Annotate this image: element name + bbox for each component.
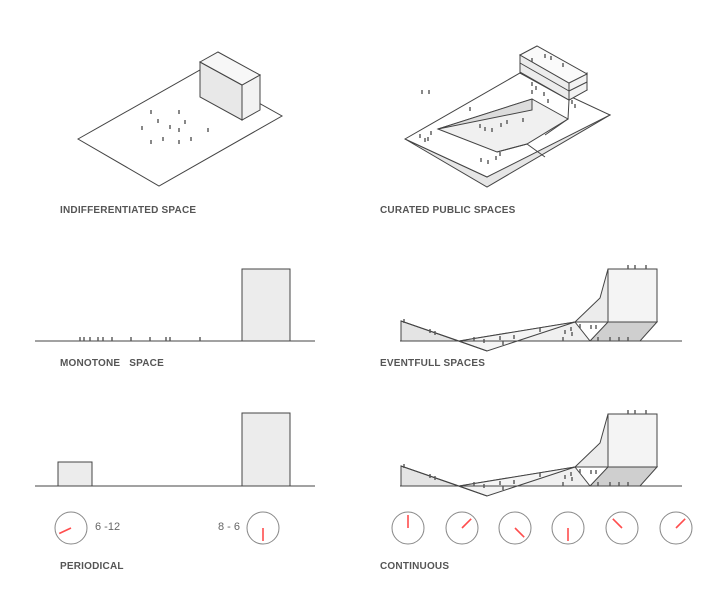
- clock-hand: [514, 527, 525, 538]
- label-monotone-space: MONOTONE SPACE: [60, 358, 164, 369]
- clock-icon-continuous: [445, 511, 479, 545]
- indifferentiated-space-drawing: [76, 51, 284, 187]
- clock-icon-evening: [246, 511, 280, 545]
- clock-icon-continuous: [551, 511, 585, 545]
- clock-hand: [612, 518, 623, 529]
- section-surface: [573, 268, 609, 323]
- section-surface: [607, 268, 658, 323]
- clock-icon-morning: [54, 511, 88, 545]
- clock-icon-continuous: [498, 511, 532, 545]
- section-surface: [588, 466, 659, 487]
- clock-hand: [461, 518, 472, 529]
- clock-icon-continuous: [605, 511, 639, 545]
- eventfull-spaces-drawing: [400, 265, 682, 352]
- clock-label-evening: 8 - 6: [218, 521, 241, 533]
- ramp-line: [400, 320, 488, 352]
- label-curated-public-spaces: CURATED PUBLIC SPACES: [380, 205, 516, 216]
- label-indifferentiated-space: INDIFFERENTIATED SPACE: [60, 205, 197, 216]
- label-periodical: PERIODICAL: [60, 561, 124, 572]
- clock-icon-continuous: [659, 511, 693, 545]
- clock-icon-continuous: [391, 511, 425, 545]
- periodical-space-drawing: [35, 412, 315, 487]
- label-continuous: CONTINUOUS: [380, 561, 450, 572]
- ramp-line: [400, 465, 488, 497]
- clock-hand: [58, 527, 72, 535]
- section-surface: [607, 413, 658, 468]
- section-surface: [588, 321, 659, 342]
- curated-public-spaces-drawing: [403, 45, 612, 188]
- continuous-spaces-drawing: [400, 410, 682, 497]
- monotone-space-drawing: [35, 268, 315, 342]
- clock-hand: [675, 518, 686, 529]
- clock-label-morning: 6 -12: [95, 521, 121, 533]
- section-surface: [573, 413, 609, 468]
- label-eventfull-spaces: EVENTFULL SPACES: [380, 358, 486, 369]
